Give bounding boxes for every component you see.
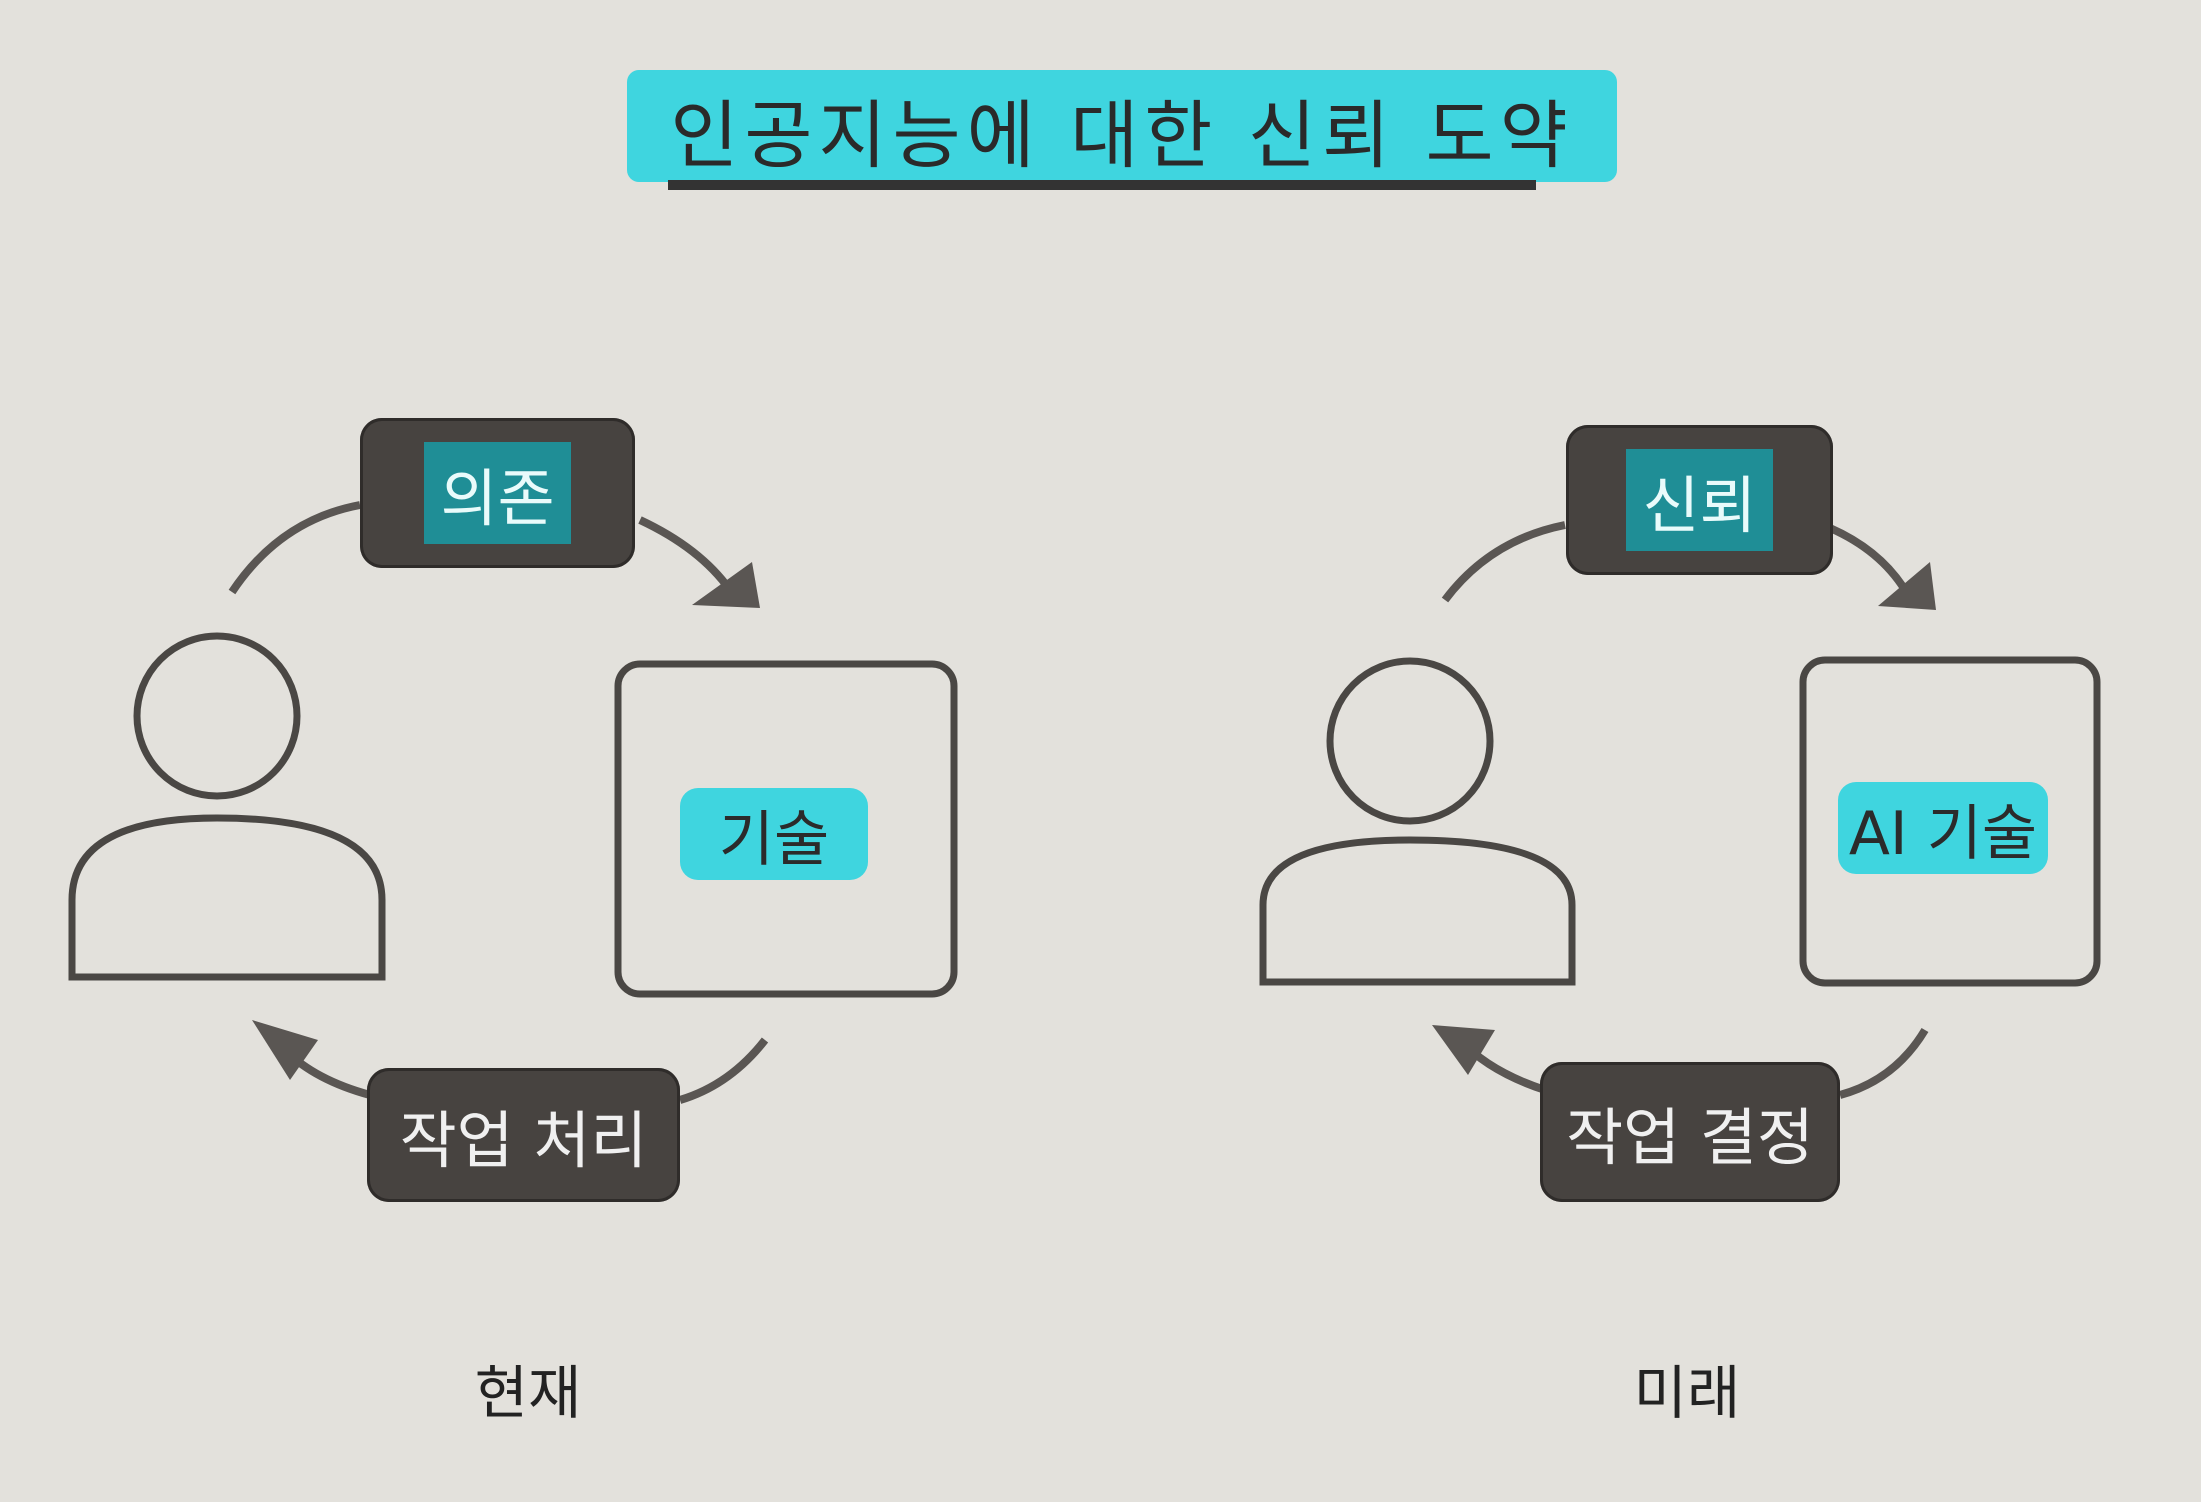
arrow-head-top-right — [1878, 562, 1936, 610]
title-underline — [668, 180, 1536, 190]
arc-bottom-right-right — [1838, 1027, 1929, 1099]
label-ai-technology: AI 기술 — [1838, 782, 2048, 874]
label-dependence-box: 의존 — [360, 418, 635, 568]
arc-top-right-left — [638, 516, 734, 593]
tech-box-left — [614, 660, 958, 998]
person-icon-left — [68, 632, 386, 981]
label-dependence: 의존 — [424, 442, 571, 544]
arrow-head-bottom-left — [252, 1020, 318, 1080]
arc-bottom-right-left — [678, 1037, 769, 1104]
label-task-decision: 작업 결정 — [1540, 1062, 1840, 1202]
label-technology: 기술 — [680, 788, 868, 880]
diagram-title: 인공지능에 대한 신뢰 도약 — [670, 92, 1574, 179]
arc-top-left — [228, 501, 361, 595]
arc-top-left-right — [1441, 521, 1566, 603]
label-trust: 신뢰 — [1626, 449, 1773, 551]
label-task-processing: 작업 처리 — [367, 1068, 680, 1202]
tech-box-right — [1799, 656, 2101, 987]
label-trust-box: 신뢰 — [1566, 425, 1833, 575]
caption-future: 미래 — [1633, 1359, 1741, 1427]
arrow-head-top-left — [692, 562, 760, 608]
arc-top-right-right — [1828, 524, 1909, 593]
arrow-head-bottom-right — [1432, 1025, 1495, 1075]
person-icon-right — [1259, 657, 1576, 986]
caption-present: 현재 — [474, 1359, 582, 1427]
title-highlight — [627, 70, 1617, 182]
